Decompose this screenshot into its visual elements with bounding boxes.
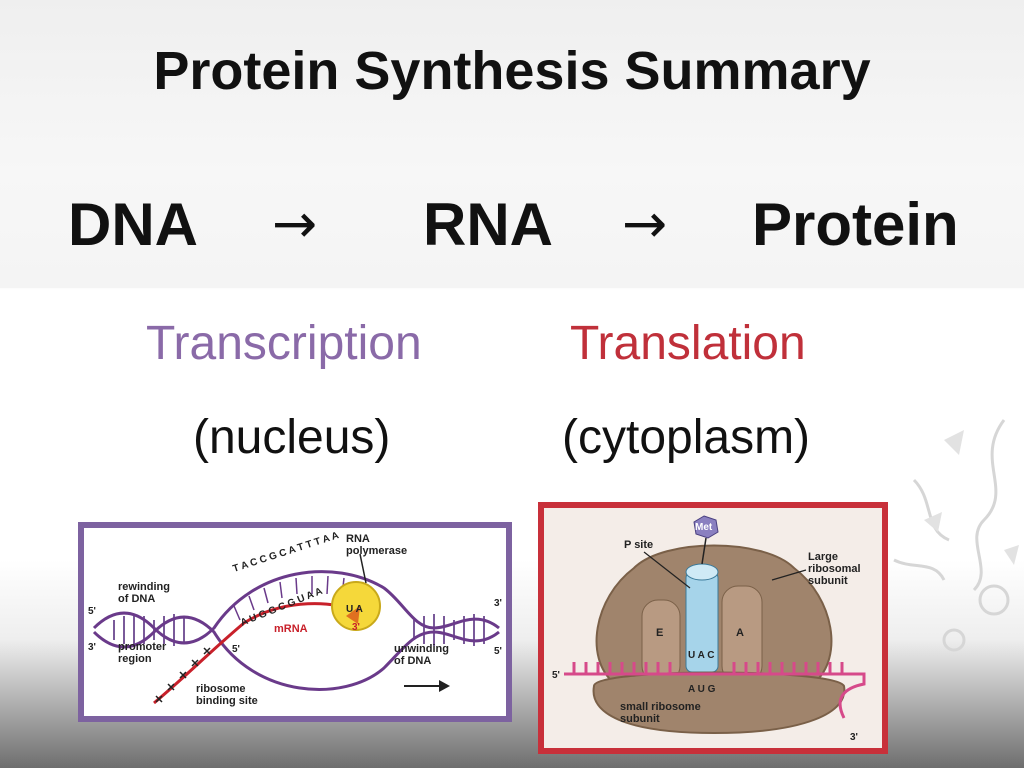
three-prime-label: 3': [850, 732, 858, 743]
mrna-codon-teeth: [572, 662, 844, 674]
mrna-line: [564, 672, 866, 719]
arrow-right-icon: →: [622, 192, 668, 255]
small-subunit-label: small ribosome subunit: [620, 701, 704, 725]
dna-bottom-strand: [92, 615, 500, 691]
unwinding-line2: of DNA: [394, 655, 431, 667]
polymerase-pointer: [359, 553, 367, 584]
transcription-diagram: RNA polymerase rewinding of DNA promoter…: [78, 522, 512, 722]
large-subunit-pointer: [771, 569, 807, 581]
translation-label: Translation: [570, 317, 806, 370]
translation-diagram: Met P site Large ribosomal subunit E A U…: [538, 502, 888, 754]
ribosome-binding-label: ribosome binding site: [196, 683, 258, 707]
promoter-line1: promoter: [118, 641, 167, 653]
template-bases: T A C C G C A T T T A A: [232, 530, 341, 575]
five-prime-mid: 5': [232, 644, 240, 655]
small-subunit-line2: subunit: [620, 713, 660, 725]
e-site-label: E: [656, 627, 663, 639]
rewinding-line2: of DNA: [118, 593, 155, 605]
p-site-pointer: [643, 551, 691, 589]
promoter-label: promoter region: [118, 641, 169, 665]
five-prime-left: 5': [88, 606, 96, 617]
a-site-label: A: [736, 627, 744, 639]
five-prime-right: 5': [494, 646, 502, 657]
rewinding-line1: rewinding: [118, 581, 170, 593]
translation-svg: Met P site Large ribosomal subunit E A U…: [552, 515, 866, 743]
trna-top: [685, 563, 719, 581]
cytoplasm-label: (cytoplasm): [562, 411, 811, 464]
mrna-label: mRNA: [274, 623, 308, 635]
slide-title: Protein Synthesis Summary: [153, 41, 871, 101]
dna-rungs: [113, 614, 485, 646]
large-subunit-line3: subunit: [808, 575, 848, 587]
nucleus-label: (nucleus): [193, 411, 391, 464]
rna-polymerase-label: RNA polymerase: [346, 533, 407, 557]
arrow-right-icon: →: [272, 192, 318, 255]
unwinding-line1: unwinding: [394, 643, 449, 655]
rewinding-label: rewinding of DNA: [118, 581, 173, 605]
met-hexagon-icon: [693, 515, 719, 539]
large-subunit-label: Large ribosomal subunit: [808, 551, 864, 587]
dna-top-strand: [92, 570, 500, 645]
five-prime-label: 5': [552, 670, 560, 681]
decorative-swirl-icon: [893, 419, 1019, 652]
met-label: Met: [695, 522, 713, 533]
rna-polymerase-line2: polymerase: [346, 545, 407, 557]
three-prime-right: 3': [494, 598, 502, 609]
unwinding-label: unwinding of DNA: [394, 643, 452, 667]
protein-label: Protein: [752, 191, 959, 258]
e-site-pocket: [641, 599, 681, 683]
transcription-svg: RNA polymerase rewinding of DNA promoter…: [88, 530, 502, 707]
codon-label: A U G: [688, 684, 716, 695]
dna-label: DNA: [68, 191, 198, 258]
direction-arrow-icon: [439, 680, 450, 692]
p-site-label: P site: [624, 539, 653, 551]
ribosome-binding-line2: binding site: [196, 695, 258, 707]
promoter-marks: [155, 647, 211, 703]
met-link: [701, 537, 707, 565]
rna-label: RNA: [423, 191, 553, 258]
polymerase-bases: U A: [346, 604, 363, 615]
large-subunit-line1: Large: [808, 551, 838, 563]
transcription-label: Transcription: [146, 317, 422, 370]
three-prime-mid: 3': [352, 622, 360, 633]
promoter-line2: region: [118, 653, 152, 665]
small-subunit-line1: small ribosome: [620, 701, 701, 713]
anticodon-label: U A C: [688, 650, 714, 661]
header-band: [0, 0, 1024, 288]
rna-polymerase-line1: RNA: [346, 533, 370, 545]
ribosome-binding-line1: ribosome: [196, 683, 246, 695]
three-prime-left: 3': [88, 642, 96, 653]
polymerase-active-site: [346, 606, 360, 624]
rna-polymerase-shape: [331, 581, 381, 631]
large-subunit-line2: ribosomal: [808, 563, 861, 575]
